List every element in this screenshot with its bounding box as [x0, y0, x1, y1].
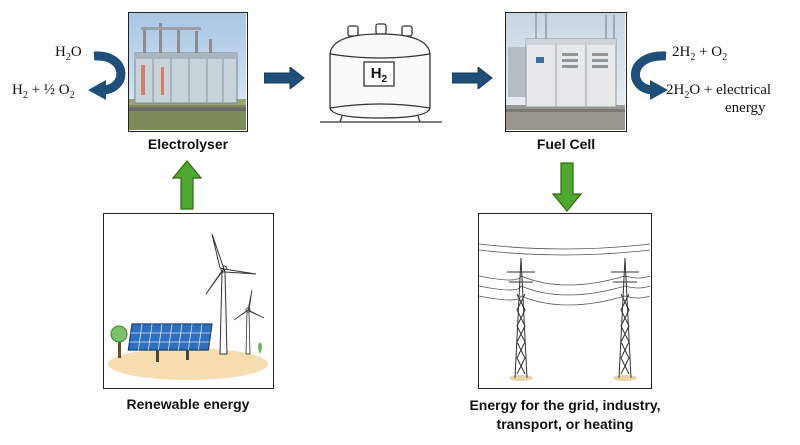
electrolyser-image	[128, 12, 248, 132]
electrolyser-input-formula: H2O	[55, 44, 82, 63]
electrolyser-caption: Electrolyser	[147, 136, 229, 152]
fuel-cell-curved-arrow-icon	[631, 51, 668, 100]
renewable-energy-image	[103, 213, 274, 389]
renewable-energy-caption: Renewable energy	[126, 396, 250, 412]
hydrogen-tank-icon	[320, 23, 442, 123]
grid-caption-line2: transport, or heating	[496, 416, 634, 432]
arrow-right-icon	[264, 67, 305, 89]
arrow-up-icon	[172, 160, 202, 210]
fuel-cell-output-formula: 2H2O + electrical	[666, 82, 772, 101]
fuel-cell-input-formula: 2H2 + O2	[672, 44, 728, 63]
fuel-cell-image	[505, 12, 627, 132]
fuel-cell-caption: Fuel Cell	[536, 136, 596, 152]
electrolyser-output-formula: H2 + ½ O2	[12, 82, 75, 101]
arrow-right-icon	[452, 67, 493, 89]
power-grid-image	[478, 213, 652, 389]
electrolyser-curved-arrow-icon	[88, 51, 126, 100]
tank-label: H2	[370, 65, 388, 85]
grid-caption-line1: Energy for the grid, industry,	[469, 397, 661, 413]
arrow-down-icon	[552, 162, 582, 212]
fuel-cell-output-energy: energy	[725, 100, 766, 116]
